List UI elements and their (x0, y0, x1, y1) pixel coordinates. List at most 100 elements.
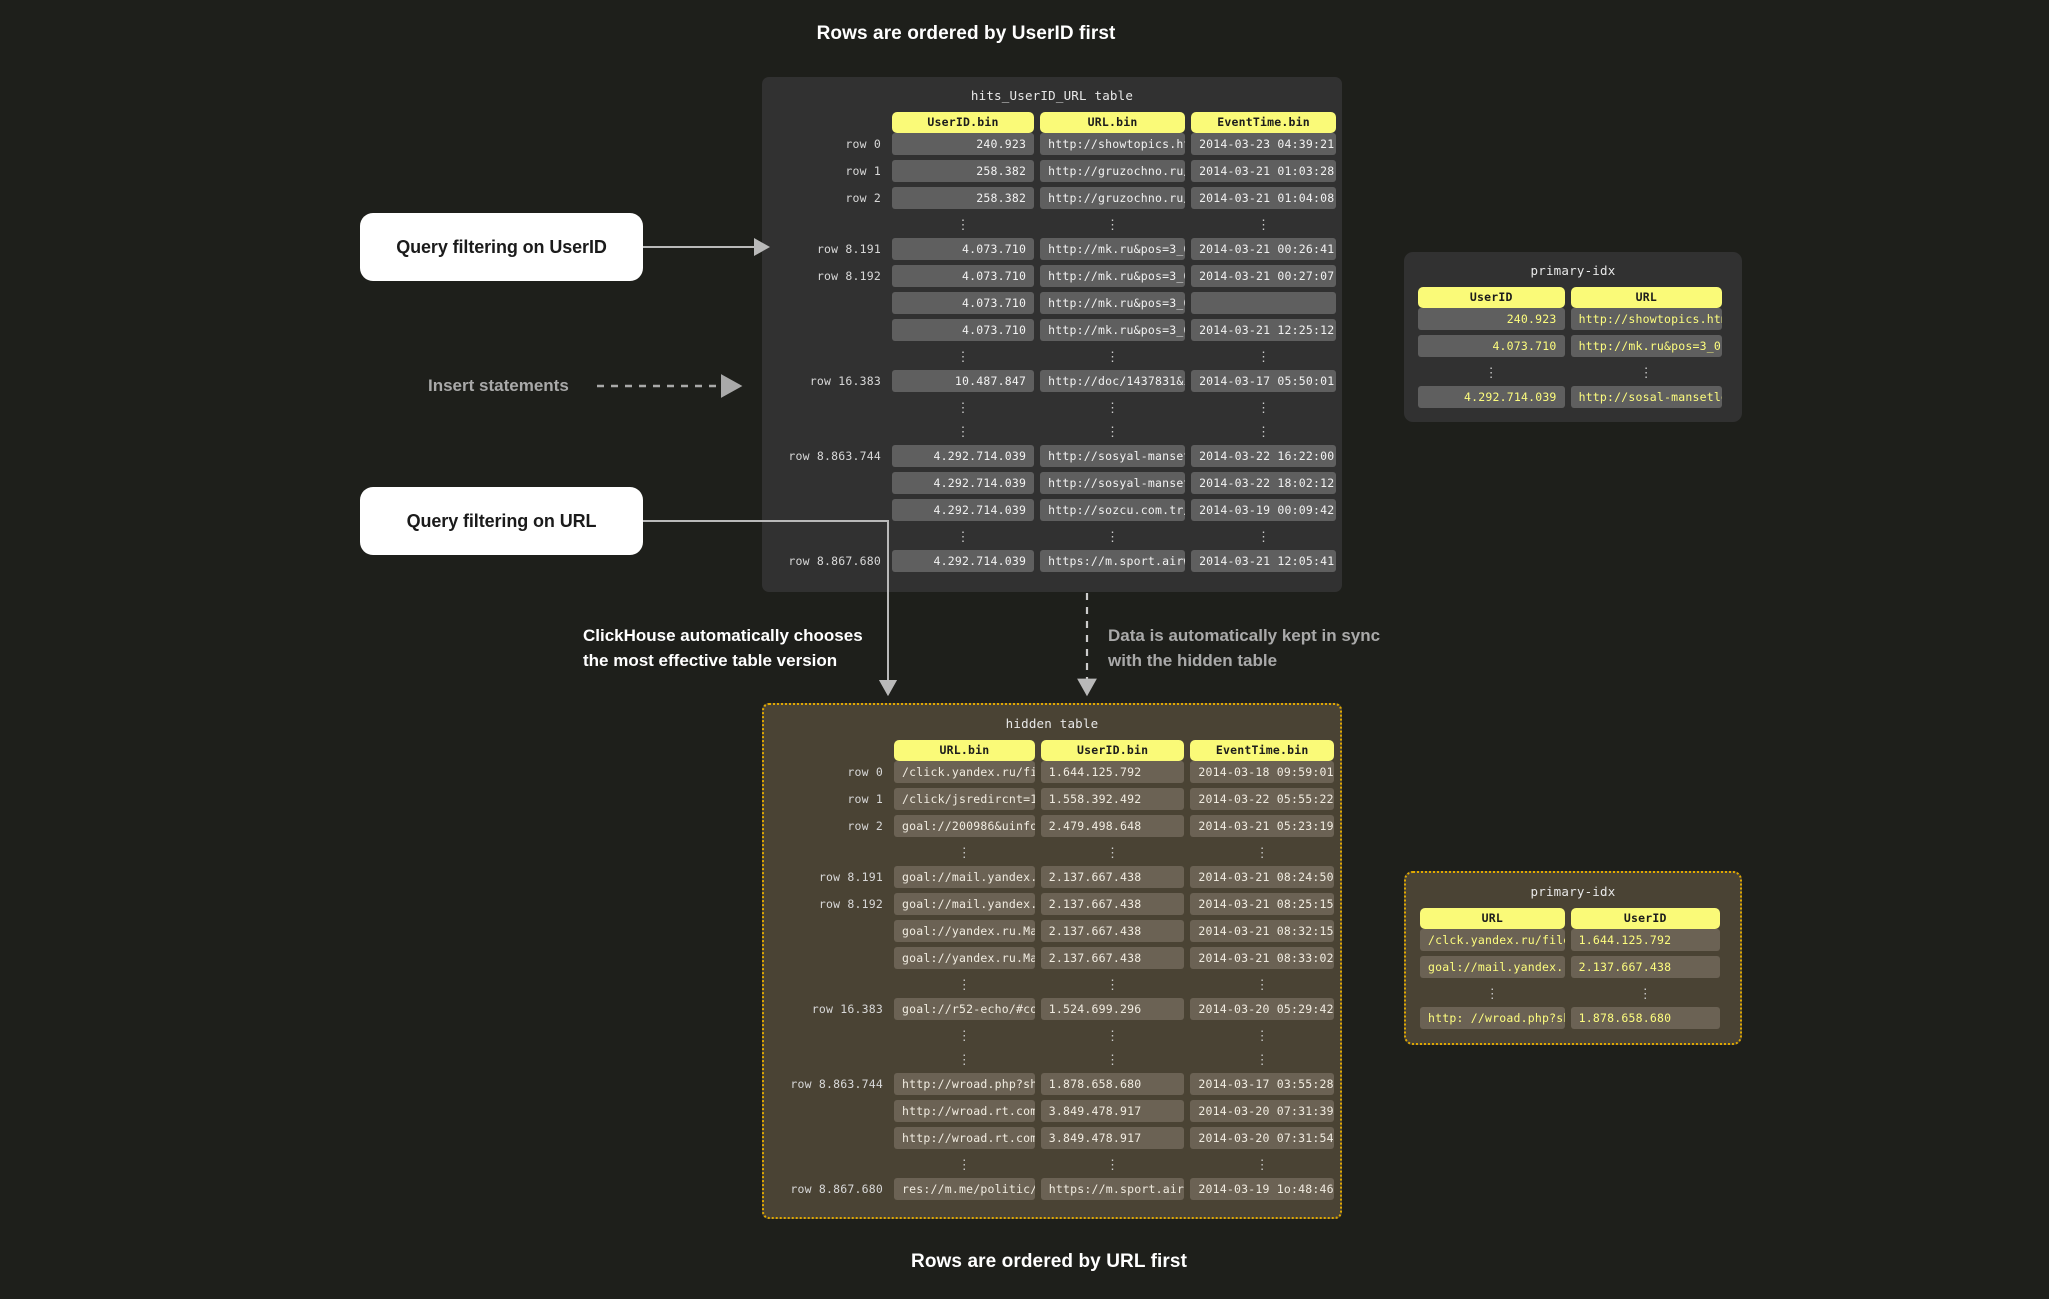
index-cell: goal://mail.yandex.ru/Ma... (1420, 956, 1565, 978)
row-label: row 8.867.680 (788, 554, 881, 568)
ellipsis-row (764, 1025, 1340, 1049)
ellipsis-row (764, 974, 1340, 998)
ellipsis-marker (1571, 369, 1722, 379)
table-cell: http://wroad.rt.com/tr/... (894, 1100, 1035, 1122)
column-header: UserID.bin (892, 112, 1035, 133)
table-cell: 2014-03-19 00:09:42 (1191, 499, 1336, 521)
table-cell: /click.yandex.ru/file.co ... (894, 761, 1035, 783)
table-cell: 2014-03-22 05:55:22 (1190, 788, 1334, 810)
ellipsis-marker (1190, 849, 1334, 859)
index-ellipsis-row (1420, 983, 1726, 1007)
row-label: row 16.383 (811, 1002, 883, 1016)
column-header: EventTime.bin (1190, 740, 1335, 761)
table-cell: goal://r52-echo/#compose... (894, 998, 1035, 1020)
table-cell: 3.849.478.917 (1040, 1127, 1185, 1149)
table-cell: 2014-03-21 00:27:07 (1191, 265, 1336, 287)
table-cell: http://mk.ru&pos=3_0 (1040, 319, 1186, 341)
table-row: row 8.191goal://mail.yandex.ru/Ma...2.13… (764, 866, 1340, 888)
table-cell: 4.292.714.039 (892, 550, 1035, 572)
ellipsis-marker (894, 981, 1035, 991)
table-cell: http://sosyal-mansetleri... (1040, 472, 1186, 494)
main-table-title: hits_UserID_URL table (970, 88, 1134, 103)
top-heading: Rows are ordered by UserID first (816, 23, 1116, 44)
table-cell: http://gruzochno.ru/ekat... (1040, 160, 1186, 182)
ellipsis-marker (1571, 990, 1720, 1000)
ellipsis-marker (1420, 990, 1565, 1000)
table-row: row 16.383goal://r52-echo/#compose...1.5… (764, 998, 1340, 1020)
index-cell: /clck.yandex.ru/file.com... (1420, 929, 1565, 951)
row-label: row 1 (845, 164, 881, 178)
table-cell: 2.137.667.438 (1040, 920, 1185, 942)
row-label: row 2 (845, 191, 881, 205)
index-cell: 1.644.125.792 (1570, 929, 1720, 951)
note-clickhouse-chooses: ClickHouse automatically chooses the mos… (583, 626, 863, 670)
callout-query-filtering-userid[interactable]: Query filtering on UserID (360, 213, 643, 281)
table-cell: http://wroad.php?show/7... (894, 1073, 1035, 1095)
table-cell: 4.073.710 (892, 265, 1035, 287)
ellipsis-marker (894, 1161, 1035, 1171)
table-cell: http://sosyal-mansetleri... (1040, 445, 1186, 467)
ellipsis-row (762, 214, 1342, 238)
row-label: row 8.863.744 (788, 449, 881, 463)
table-cell: 4.073.710 (892, 319, 1035, 341)
index-row: http: //wroad.php?show/7...1.878.658.680 (1420, 1007, 1726, 1029)
table-cell: 2014-03-21 08:24:50 (1190, 866, 1334, 888)
ellipsis-marker (892, 428, 1034, 438)
table-cell: 2.137.667.438 (1040, 947, 1185, 969)
table-cell: http://doc/1437831&is_mo... (1040, 370, 1186, 392)
table-row: row 8.192goal://mail.yandex.ru/Ma...2.13… (764, 893, 1340, 915)
index-cell: http://showtopics.html%3... (1570, 308, 1722, 330)
ellipsis-marker (1190, 1056, 1334, 1066)
table-cell: 2014-03-21 08:33:02 (1190, 947, 1334, 969)
table-cell: 4.292.714.039 (892, 472, 1035, 494)
table-row: row 0240.923http://showtopics.html%3...2… (762, 133, 1342, 155)
table-cell: 2014-03-18 09:59:01 (1190, 761, 1334, 783)
table-row: http://wroad.rt.com/tr/...3.849.478.9172… (764, 1100, 1340, 1122)
table-row: row 1/click/jsredircnt=1395412...1.558.3… (764, 788, 1340, 810)
row-label: row 1 (847, 792, 883, 806)
hidden-index-grid: URLUserID/clck.yandex.ru/file.com...1.64… (1406, 908, 1740, 1047)
table-cell: 3.849.478.917 (1040, 1100, 1185, 1122)
ellipsis-row (762, 346, 1342, 370)
table-row: row 0/click.yandex.ru/file.co ...1.644.1… (764, 761, 1340, 783)
ellipsis-marker (892, 533, 1034, 543)
index-cell: 2.137.667.438 (1570, 956, 1720, 978)
table-cell: /click/jsredircnt=1395412... (894, 788, 1035, 810)
row-label: row 0 (845, 137, 881, 151)
table-cell: 258.382 (892, 187, 1035, 209)
ellipsis-marker (1418, 369, 1565, 379)
column-header: URL.bin (1040, 112, 1186, 133)
table-cell: 2014-03-17 03:55:28 (1190, 1073, 1334, 1095)
ellipsis-marker (892, 353, 1034, 363)
row-label: row 8.191 (816, 242, 881, 256)
table-cell: http://mk.ru&pos=3_0 (1040, 238, 1186, 260)
index-column-header: UserID (1418, 287, 1565, 308)
table-cell: goal://200986&uinfo=wn-1... (894, 815, 1035, 837)
table-cell: http://mk.ru&pos=3_0 (1040, 265, 1186, 287)
index-column-header: URL (1570, 287, 1722, 308)
index-row: 240.923http://showtopics.html%3... (1418, 308, 1728, 330)
callout-query-filtering-url[interactable]: Query filtering on URL (360, 487, 643, 555)
table-row: goal://yandex.ru.Ma...2.137.667.4382014-… (764, 920, 1340, 942)
table-cell: 2.137.667.438 (1040, 866, 1185, 888)
table-cell: goal://yandex.ru.Ma... (894, 920, 1035, 942)
row-label: row 2 (847, 819, 883, 833)
table-cell: http://showtopics.html%3... (1040, 133, 1186, 155)
table-cell: 2.137.667.438 (1040, 893, 1185, 915)
column-header: URL.bin (894, 740, 1035, 761)
table-cell: goal://mail.yandex.ru/Ma... (894, 866, 1035, 888)
table-cell: 10.487.847 (892, 370, 1035, 392)
ellipsis-marker (1041, 1161, 1185, 1171)
row-label: row 8.192 (816, 269, 881, 283)
ellipsis-marker (894, 1056, 1035, 1066)
ellipsis-row (762, 421, 1342, 445)
ellipsis-marker (1041, 981, 1185, 991)
table-cell: 2014-03-20 07:31:39 (1190, 1100, 1334, 1122)
